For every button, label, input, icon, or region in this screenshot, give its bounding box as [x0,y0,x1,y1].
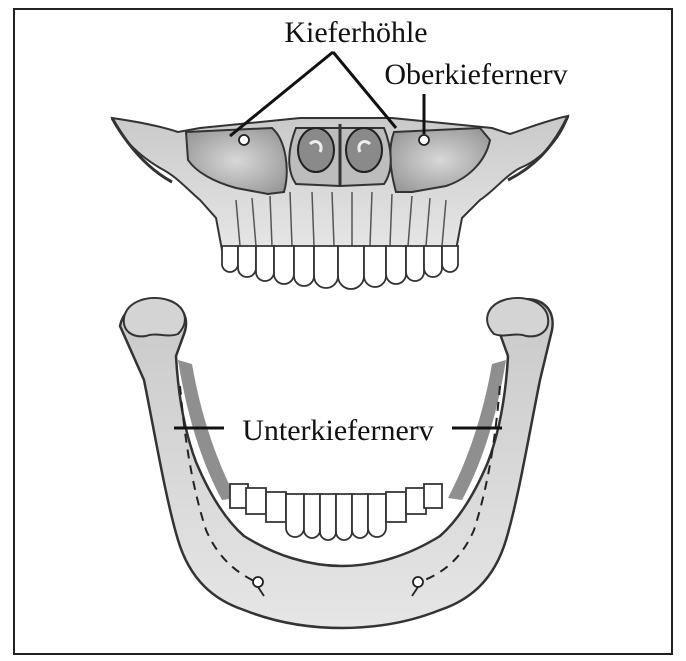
label-maxillary-nerve: Oberkiefernerv [384,58,567,91]
label-maxillary-sinus: Kieferhöhle [284,16,427,49]
right-mental-foramen [413,577,423,587]
right-condyle [487,298,548,336]
nasal-cavity [289,124,391,186]
left-condyle [124,298,185,336]
left-mental-foramen [253,577,263,587]
label-mandibular-nerve: Unterkiefernerv [242,414,434,447]
left-foramen-marker [239,135,249,145]
frame-border [14,9,672,654]
right-foramen-marker [419,135,429,145]
